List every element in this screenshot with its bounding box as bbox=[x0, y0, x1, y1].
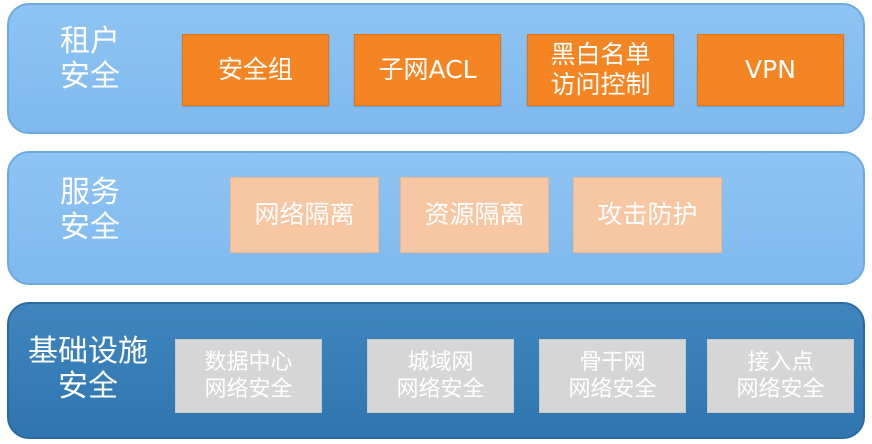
box-label: VPN bbox=[745, 55, 796, 84]
box-label: 黑白名单 bbox=[550, 40, 651, 69]
box-label: 骨干网 bbox=[579, 349, 646, 375]
box-label: 子网ACL bbox=[378, 55, 477, 84]
title-line: 租户 bbox=[60, 24, 120, 59]
box-label: 城域网 bbox=[407, 349, 474, 375]
box-label: 攻击防护 bbox=[597, 200, 698, 229]
box-label: 网络安全 bbox=[204, 377, 293, 402]
title-line: 基础设施 bbox=[28, 334, 148, 369]
box-label: 安全组 bbox=[217, 55, 293, 84]
access-point-network-security-box: 接入点 网络安全 bbox=[707, 339, 854, 413]
box-label: 网络隔离 bbox=[254, 200, 355, 229]
metro-network-security-box: 城域网 网络安全 bbox=[367, 339, 514, 413]
title-line: 安全 bbox=[60, 59, 120, 95]
blackwhite-list-access-control-box: 黑白名单 访问控制 bbox=[527, 34, 674, 106]
box-label: 数据中心 bbox=[204, 349, 293, 375]
datacenter-network-security-box: 数据中心 网络安全 bbox=[175, 339, 322, 413]
box-label: 网络安全 bbox=[396, 377, 485, 402]
box-label: 网络安全 bbox=[568, 377, 657, 402]
security-group-box: 安全组 bbox=[182, 34, 329, 106]
attack-defense-box: 攻击防护 bbox=[573, 177, 722, 253]
box-label: 网络安全 bbox=[736, 377, 825, 402]
service-security-title: 服务 安全 bbox=[44, 175, 136, 246]
box-label: 接入点 bbox=[747, 349, 814, 375]
vpn-box: VPN bbox=[697, 34, 844, 106]
title-line: 安全 bbox=[58, 369, 118, 405]
title-line: 安全 bbox=[60, 210, 120, 246]
title-line: 服务 bbox=[60, 175, 120, 210]
tenant-security-title: 租户 安全 bbox=[44, 24, 136, 95]
subnet-acl-box: 子网ACL bbox=[354, 34, 501, 106]
infrastructure-security-title: 基础设施 安全 bbox=[8, 334, 168, 405]
box-label: 访问控制 bbox=[550, 70, 651, 99]
backbone-network-security-box: 骨干网 网络安全 bbox=[539, 339, 686, 413]
box-label: 资源隔离 bbox=[424, 200, 525, 229]
resource-isolation-box: 资源隔离 bbox=[400, 177, 549, 253]
network-isolation-box: 网络隔离 bbox=[230, 177, 379, 253]
